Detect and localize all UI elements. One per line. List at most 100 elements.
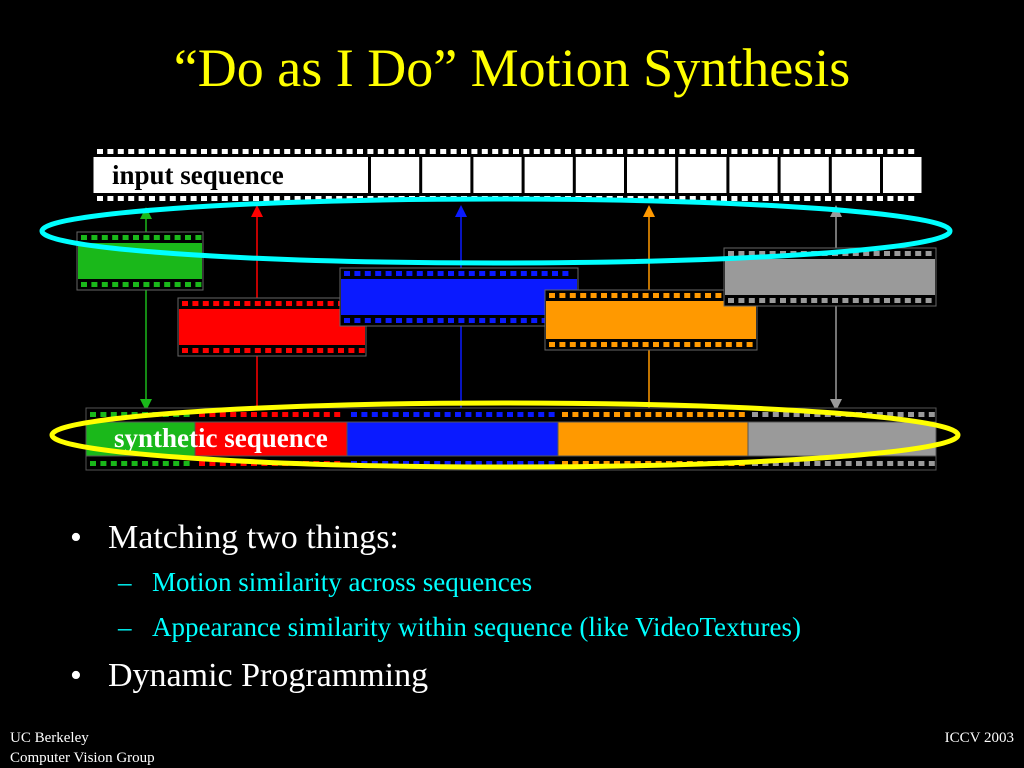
sprocket-hole bbox=[325, 196, 332, 201]
sprocket-hole bbox=[263, 196, 270, 201]
sprocket-hole bbox=[448, 271, 454, 276]
sprocket-hole bbox=[582, 412, 589, 417]
sprocket-hole bbox=[292, 412, 299, 417]
sprocket-hole bbox=[275, 348, 282, 353]
sprocket-hole bbox=[824, 461, 831, 466]
sub-bullet-motion: – Motion similarity across sequences bbox=[70, 566, 1010, 598]
sprocket-hole bbox=[296, 348, 303, 353]
frame-divider bbox=[368, 157, 371, 193]
sprocket-hole bbox=[908, 149, 915, 154]
sprocket-hole bbox=[562, 461, 568, 466]
sprocket-hole bbox=[531, 318, 538, 323]
clip-red bbox=[177, 297, 367, 357]
sprocket-hole bbox=[159, 149, 166, 154]
sprocket-hole bbox=[728, 298, 734, 303]
sprocket-hole bbox=[856, 461, 862, 466]
bullet-marker: • bbox=[70, 519, 82, 556]
sprocket-hole bbox=[244, 301, 251, 306]
sprocket-hole bbox=[572, 412, 579, 417]
sprocket-hole bbox=[271, 412, 278, 417]
sprocket-hole bbox=[728, 412, 735, 417]
sprocket-hole bbox=[673, 342, 680, 347]
sprocket-hole bbox=[887, 461, 894, 466]
sprocket-hole bbox=[835, 149, 842, 154]
input-match-ellipse bbox=[39, 196, 953, 266]
sprocket-hole bbox=[465, 412, 472, 417]
sprocket-hole bbox=[783, 149, 790, 154]
sprocket-hole bbox=[731, 149, 738, 154]
sprocket-hole bbox=[559, 293, 566, 298]
sprocket-hole bbox=[133, 282, 139, 287]
sprocket-hole bbox=[403, 412, 409, 417]
sprocket-hole bbox=[585, 149, 592, 154]
sprocket-hole bbox=[520, 271, 527, 276]
sprocket-hole bbox=[593, 412, 600, 417]
sprocket-hole bbox=[897, 412, 904, 417]
sprocket-hole bbox=[800, 298, 807, 303]
slide-title: “Do as I Do” Motion Synthesis bbox=[173, 38, 851, 98]
sprocket-hole bbox=[110, 461, 117, 466]
sprocket-hole bbox=[863, 251, 870, 256]
sprocket-hole bbox=[253, 196, 259, 201]
sprocket-hole bbox=[845, 149, 852, 154]
sprocket-hole bbox=[666, 412, 672, 417]
sprocket-hole bbox=[317, 348, 324, 353]
sprocket-hole bbox=[423, 461, 430, 466]
sprocket-hole bbox=[925, 298, 932, 303]
sprocket-hole bbox=[219, 461, 226, 466]
sprocket-hole bbox=[230, 461, 237, 466]
sprocket-hole bbox=[580, 342, 587, 347]
sprocket-hole bbox=[689, 149, 696, 154]
sprocket-hole bbox=[894, 251, 901, 256]
sprocket-hole bbox=[406, 318, 413, 323]
sprocket-hole bbox=[773, 196, 779, 201]
sprocket-hole bbox=[549, 342, 555, 347]
sprocket-hole bbox=[544, 149, 551, 154]
sprocket-hole bbox=[327, 301, 334, 306]
sprocket-hole bbox=[101, 282, 108, 287]
sprocket-hole bbox=[769, 251, 776, 256]
sprocket-hole bbox=[286, 301, 292, 306]
sprocket-hole bbox=[164, 282, 171, 287]
sprocket-hole bbox=[354, 318, 361, 323]
sprocket-hole bbox=[507, 461, 513, 466]
sprocket-hole bbox=[523, 149, 530, 154]
sprocket-hole bbox=[253, 149, 259, 154]
sprocket-hole bbox=[637, 149, 644, 154]
sprocket-hole bbox=[632, 342, 639, 347]
sprocket-hole bbox=[101, 235, 108, 240]
sprocket-hole bbox=[897, 461, 904, 466]
sprocket-hole bbox=[627, 149, 634, 154]
frame-divider bbox=[419, 157, 423, 193]
sprocket-hole bbox=[621, 342, 628, 347]
sprocket-hole bbox=[552, 271, 558, 276]
sprocket-hole bbox=[642, 342, 649, 347]
sprocket-hole bbox=[240, 412, 247, 417]
synthetic-segment-orange bbox=[557, 412, 749, 466]
sprocket-hole bbox=[219, 412, 226, 417]
sprocket-hole bbox=[296, 301, 303, 306]
segment-image bbox=[346, 421, 559, 457]
footer-conference: ICCV 2003 bbox=[944, 730, 1014, 746]
sprocket-hole bbox=[496, 412, 503, 417]
sprocket-hole bbox=[336, 149, 343, 154]
input-film-strip: input sequence bbox=[92, 144, 923, 206]
sprocket-hole bbox=[517, 461, 524, 466]
sprocket-hole bbox=[632, 293, 639, 298]
sprocket-hole bbox=[814, 461, 821, 466]
sprocket-hole bbox=[549, 293, 555, 298]
sprocket-hole bbox=[762, 149, 769, 154]
sprocket-hole bbox=[894, 298, 901, 303]
sprocket-hole bbox=[273, 149, 280, 154]
sprocket-hole bbox=[392, 412, 399, 417]
sprocket-hole bbox=[686, 412, 693, 417]
sprocket-hole bbox=[624, 412, 631, 417]
sprocket-hole bbox=[559, 342, 566, 347]
sprocket-hole bbox=[286, 348, 292, 353]
sprocket-hole bbox=[455, 461, 461, 466]
sprocket-hole bbox=[232, 149, 239, 154]
sprocket-hole bbox=[437, 318, 444, 323]
sprocket-hole bbox=[323, 412, 330, 417]
motion-clips bbox=[76, 231, 937, 357]
sprocket-hole bbox=[877, 149, 883, 154]
